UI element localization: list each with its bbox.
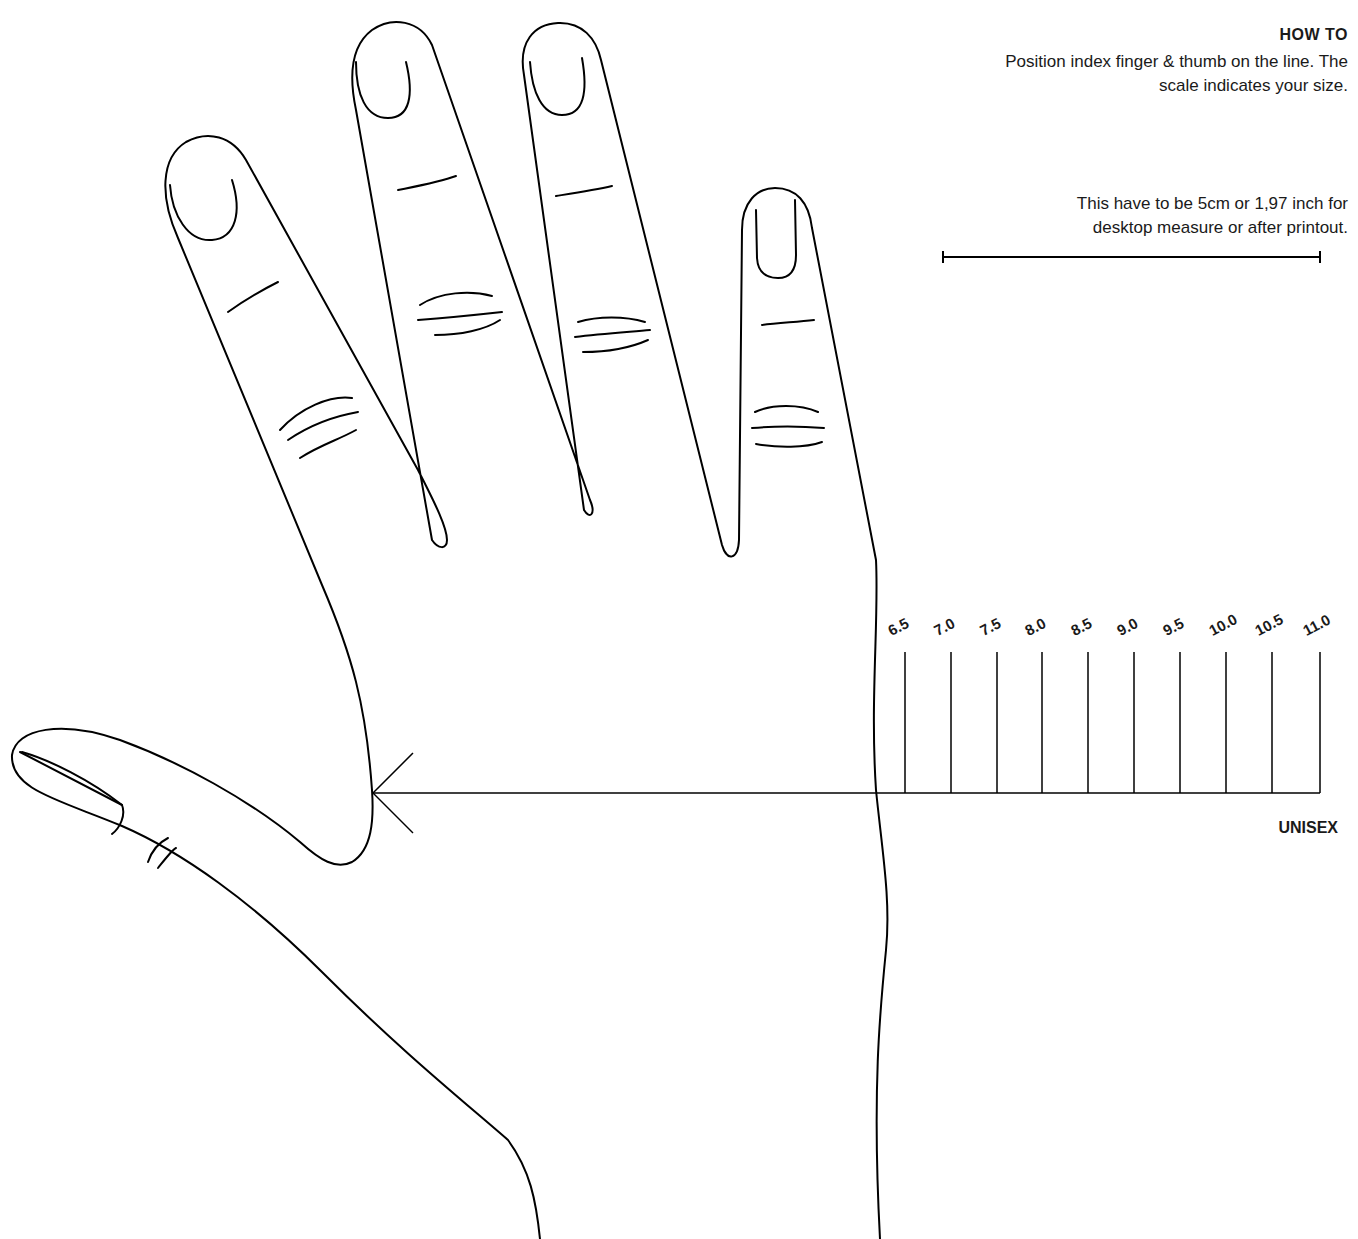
finger-nail	[756, 200, 796, 278]
knuckle-crease	[752, 427, 824, 429]
size-number: 11.0	[1300, 611, 1333, 639]
size-number: 9.0	[1114, 614, 1140, 639]
knuckle-crease	[228, 282, 278, 312]
size-tick	[1319, 652, 1321, 793]
size-tick	[1179, 652, 1181, 793]
instruction-text: Position index finger & thumb on the lin…	[1003, 50, 1348, 98]
knuckle-crease	[435, 320, 500, 335]
knuckle-crease	[420, 293, 492, 305]
size-tick	[904, 652, 906, 793]
size-tick	[1133, 652, 1135, 793]
size-number: 8.0	[1022, 614, 1048, 639]
hand-outline	[165, 22, 887, 1239]
knuckle-crease	[583, 340, 648, 352]
size-number: 9.5	[1160, 614, 1186, 639]
gender-label: UNISEX	[1138, 818, 1338, 838]
finger-nail	[170, 180, 237, 240]
size-number: 10.0	[1206, 610, 1240, 639]
size-tick	[1087, 652, 1089, 793]
knuckle-crease	[575, 330, 650, 337]
size-number: 7.5	[977, 614, 1003, 639]
size-ticks	[905, 652, 1320, 793]
knuckle-crease	[288, 412, 358, 440]
knuckle-crease	[755, 406, 818, 412]
finger-nail	[530, 58, 585, 115]
knuckle-crease	[762, 320, 814, 325]
knuckle-crease	[578, 318, 645, 323]
scale-note: This have to be 5cm or 1,97 inch for des…	[1013, 192, 1348, 240]
size-tick	[950, 652, 952, 793]
size-tick	[1225, 652, 1227, 793]
thumb-outline	[12, 729, 540, 1239]
thumb-nail	[22, 752, 122, 805]
size-number: 6.5	[885, 614, 911, 639]
size-tick	[1271, 652, 1273, 793]
measure-line	[373, 753, 1320, 833]
size-number: 10.5	[1252, 610, 1286, 639]
size-number: 8.5	[1068, 614, 1094, 639]
size-tick	[1041, 652, 1043, 793]
knuckle-crease	[158, 848, 176, 868]
size-tick	[996, 652, 998, 793]
thumb-nail	[20, 752, 123, 834]
size-number: 7.0	[931, 614, 957, 639]
knuckle-crease	[756, 442, 822, 447]
knuckle-crease	[556, 186, 612, 196]
knuckle-crease	[398, 176, 456, 190]
heading: HOW TO	[1280, 26, 1348, 44]
knuckle-crease	[418, 312, 502, 320]
reference-bar	[943, 251, 1320, 263]
knuckle-crease	[300, 430, 356, 458]
finger-nail	[356, 62, 410, 118]
